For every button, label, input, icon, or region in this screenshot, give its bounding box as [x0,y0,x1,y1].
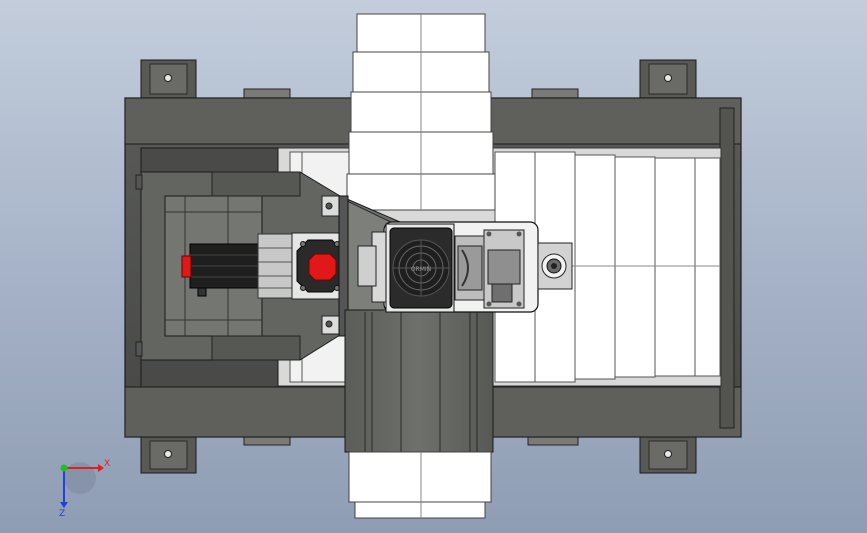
mount-block-bottom-left [140,436,197,474]
z-column-body [344,309,494,453]
axis-triad: X Z [59,459,110,519]
spindle-nose [537,242,573,290]
motor-brand-label: ORMIN [411,266,431,273]
mount-block-top-left [140,59,197,99]
spindle-motor-fan: ORMIN [389,227,453,309]
mount-block-bottom-right [639,436,697,474]
spindle-gearbox [454,229,525,309]
y-axis-dot [60,464,68,472]
x-axis-label: X [104,459,110,469]
bellows-y-bottom [348,451,492,519]
mount-block-top-right [639,59,697,99]
left-servo-motor [181,233,301,299]
z-axis-label: Z [59,509,65,519]
bellows-y-top [346,13,496,211]
